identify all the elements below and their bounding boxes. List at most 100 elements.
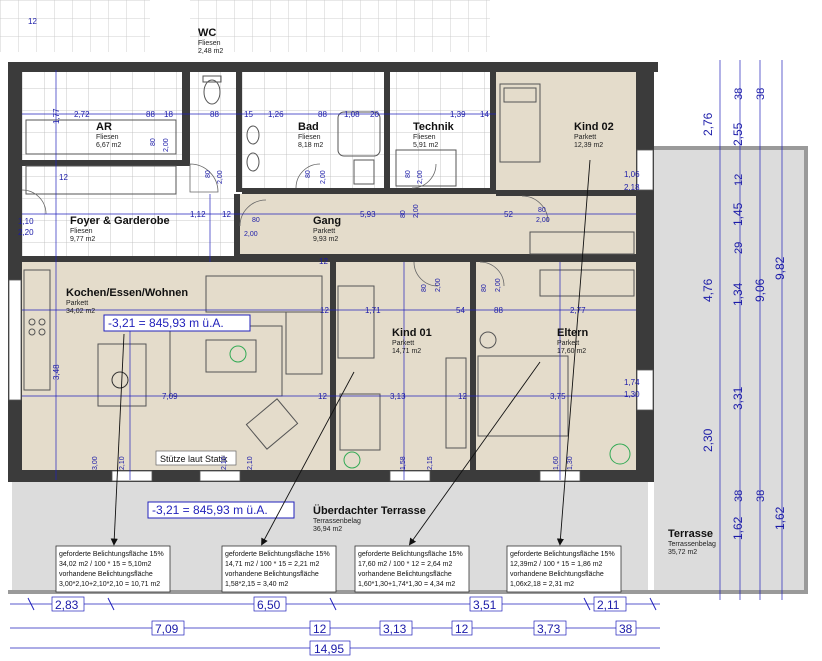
note-box — [221, 545, 337, 593]
door-swing-4-icon — [239, 199, 267, 227]
room-name: Kind 02 — [574, 121, 614, 133]
dim-value: 2,00 — [413, 204, 420, 218]
dims-window-labels: 3,00 2,10 2,10 2,10 1,58 2,15 1,60 1,30 — [92, 456, 574, 470]
coffee-table-icon — [205, 339, 257, 373]
note-line: geforderte Belichtungsfläche 15% — [225, 551, 330, 558]
room-name: Bad — [298, 121, 319, 133]
eltern-floor — [476, 262, 636, 470]
arrow-note-2 — [261, 371, 355, 546]
note-line: 34,02 m2 / 100 * 15 = 5,10m2 — [59, 561, 152, 568]
room-label-terrasse: Terrasse Terrassenbelag 35,72 m2 — [668, 528, 716, 556]
stove-icon — [28, 318, 36, 326]
note-line: vorhandene Belichtungsfläche — [59, 571, 153, 578]
dim-value: 2,83 — [55, 598, 79, 612]
dim-value: 2,72 — [74, 110, 90, 119]
doors — [21, 163, 549, 287]
technik-floor — [390, 72, 490, 188]
arrow-note-4 — [556, 159, 591, 546]
round-fixture-icon — [479, 331, 497, 349]
toilet-tank-icon — [202, 75, 222, 83]
dim-value: 80 — [305, 170, 312, 178]
room-label-kochen: Kochen/Essen/Wohnen Parkett 34,02 m2 — [66, 287, 188, 315]
dim-value: 2,00 — [163, 138, 170, 152]
room-name: AR — [96, 121, 112, 133]
note-line: vorhandene Belichtungsfläche — [225, 571, 319, 578]
dim-value: 88 — [494, 306, 503, 315]
wall-kind01-right — [470, 262, 476, 470]
room-floor: Fliesen — [198, 40, 221, 47]
dim-value: 1,30 — [624, 390, 640, 399]
window-eltern-right — [636, 369, 654, 411]
room-labels: WC Fliesen 2,48 m2 AR Fliesen 6,67 m2 Ba… — [66, 27, 716, 556]
room-name: Eltern — [557, 327, 588, 339]
room-floor: Parkett — [574, 134, 596, 141]
dim-box — [593, 596, 627, 612]
dim-box — [451, 620, 473, 636]
dim-value: 38 — [619, 622, 633, 636]
dim-value: 14,95 — [314, 642, 344, 656]
note-line: geforderte Belichtungsfläche 15% — [510, 551, 615, 558]
kochen-floor — [22, 262, 332, 470]
window-left — [8, 279, 22, 401]
dim-value: 2,00 — [217, 170, 224, 184]
note-box — [55, 545, 171, 593]
dim-value: 80 — [150, 138, 157, 146]
level-box-2-frame — [147, 501, 295, 519]
room-floor: Fliesen — [96, 134, 119, 141]
room-area: 36,94 m2 — [313, 526, 342, 533]
dim-value: 14 — [480, 110, 489, 119]
dim-value: 3,73 — [537, 622, 561, 636]
dim-value: 80 — [205, 170, 212, 178]
dim-value: 1,26 — [268, 110, 284, 119]
dim-value: 38 — [755, 88, 767, 100]
dim-value: 80 — [538, 207, 546, 214]
dim-value: 1,58 — [400, 456, 407, 470]
room-area: 8,18 m2 — [298, 142, 323, 149]
door-swing-5-icon — [413, 261, 439, 287]
room-floor: Terrassenbelag — [668, 541, 716, 548]
terrace-right-floor — [654, 150, 804, 590]
room-label-eltern: Eltern Parkett 17,60 m2 — [557, 327, 588, 355]
dim-box — [309, 640, 351, 656]
room-label-kind01: Kind 01 Parkett 14,71 m2 — [392, 327, 432, 355]
dim-value: 29 — [733, 242, 745, 254]
dim-value: 7,09 — [155, 622, 179, 636]
dim-value: 3,13 — [390, 392, 406, 401]
kind02-floor — [496, 72, 636, 262]
door-swing-8-icon — [21, 189, 47, 215]
dim-value: 88 — [210, 110, 219, 119]
toilet-icon — [203, 79, 221, 105]
note-line: 12,39m2 / 100 * 15 = 1,86 m2 — [510, 561, 603, 568]
stuetze-label: Stütze laut Statik — [160, 454, 228, 464]
dim-value: 12 — [313, 622, 327, 636]
dim-box — [51, 596, 85, 612]
bad-floor — [242, 72, 384, 188]
room-label-ar: AR Fliesen 6,67 m2 — [96, 121, 121, 149]
dim-value: 1,71 — [365, 306, 381, 315]
dims-top-row: 2,72 88 18 88 15 1,26 88 1,08 20 1,39 14 — [74, 110, 489, 119]
lighting-note: geforderte Belichtungsfläche 15% 17,60 m… — [354, 545, 470, 593]
tick-1 — [27, 597, 35, 611]
dim-value: 38 — [755, 490, 767, 502]
wall-top — [8, 62, 658, 72]
dim-value: 3,75 — [550, 392, 566, 401]
room-floor: Fliesen — [70, 228, 93, 235]
wall-kind02-bottom — [496, 190, 636, 196]
room-name: Kochen/Essen/Wohnen — [66, 287, 188, 299]
bed-kind02-icon — [499, 83, 541, 163]
room-area: 17,60 m2 — [557, 348, 586, 355]
dim-value: 80 — [252, 217, 260, 224]
dim-value: 6,50 — [257, 598, 281, 612]
wall-wc-right — [236, 72, 242, 192]
room-name: Kind 01 — [392, 327, 432, 339]
dim-value: 1,30 — [567, 456, 574, 470]
dim-value: 12 — [28, 17, 37, 26]
terrace-edge-top — [654, 146, 808, 150]
dim-value: 88 — [318, 110, 327, 119]
room-name: Terrasse — [668, 528, 713, 540]
dim-value: 1,60 — [553, 456, 560, 470]
wall-right — [636, 62, 654, 480]
kitchen-counter — [23, 269, 51, 391]
dims-bottom-total: 14,95 — [309, 640, 351, 656]
room-floor: Fliesen — [298, 134, 321, 141]
